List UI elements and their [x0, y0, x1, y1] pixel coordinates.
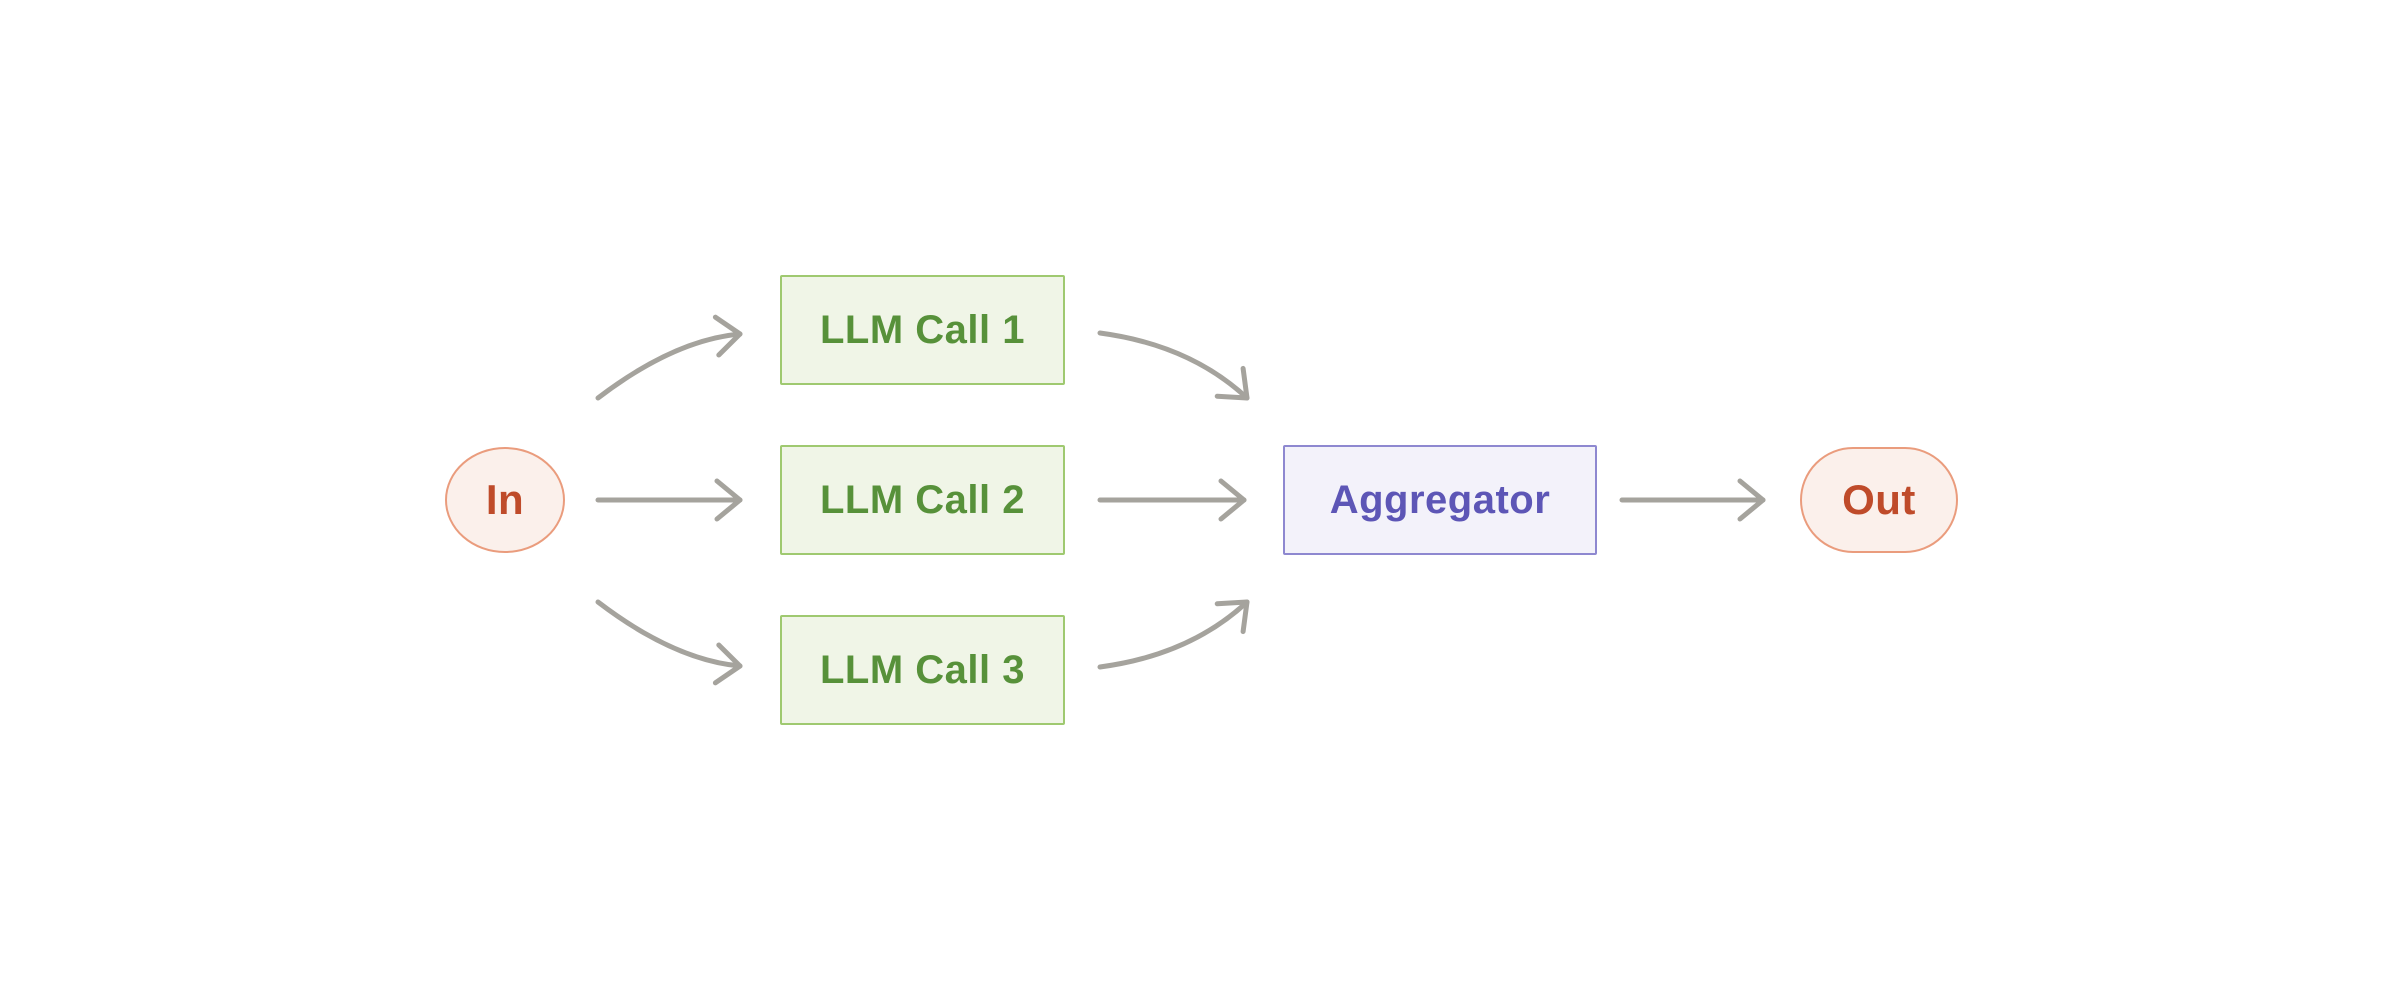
node-llm-call-2: LLM Call 2 [780, 445, 1065, 555]
edge-in-to-llm-call-1 [595, 314, 743, 401]
node-llm-call-1: LLM Call 1 [780, 275, 1065, 385]
edge-in-to-llm-call-3 [595, 599, 743, 686]
node-out: Out [1800, 447, 1958, 553]
node-llm-call-1-label: LLM Call 1 [819, 307, 1026, 352]
node-aggregator: Aggregator [1283, 445, 1597, 555]
node-out-label: Out [1842, 476, 1916, 523]
node-in-label: In [485, 476, 525, 523]
node-aggregator-label: Aggregator [1329, 477, 1551, 522]
edge-llm-call-1-to-aggregator [1097, 330, 1250, 401]
node-llm-call-2-label: LLM Call 2 [819, 477, 1026, 522]
node-in: In [445, 447, 565, 553]
edge-llm-call-3-to-aggregator [1097, 599, 1250, 670]
node-llm-call-3-label: LLM Call 3 [819, 647, 1026, 692]
node-llm-call-3: LLM Call 3 [780, 615, 1065, 725]
